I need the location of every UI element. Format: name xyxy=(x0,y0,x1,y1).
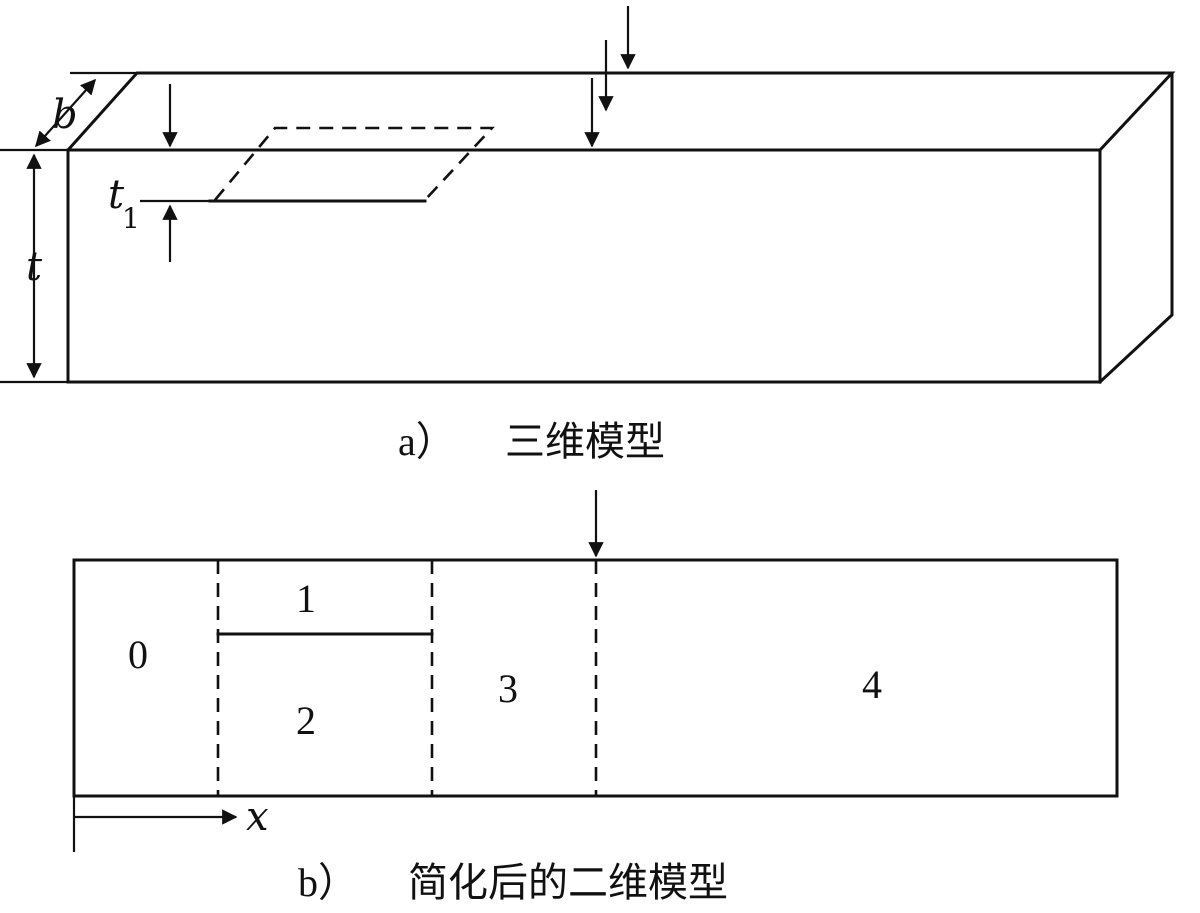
width-dimension-arrow xyxy=(34,78,97,148)
defect-depth-label: t xyxy=(108,172,125,218)
caption-a-key: a） xyxy=(398,419,456,464)
right-face xyxy=(1097,71,1174,385)
front-face xyxy=(66,148,1102,384)
region-label-1: 1 xyxy=(296,576,316,621)
x-axis-label: x xyxy=(246,794,269,840)
region-label-2: 2 xyxy=(296,698,316,743)
caption-b-text: 简化后的二维模型 xyxy=(408,860,728,906)
defect-depth-subscript: 1 xyxy=(122,202,140,235)
region-label-3: 3 xyxy=(498,666,518,711)
defect-outline-dashed xyxy=(214,126,495,201)
caption-a-text: 三维模型 xyxy=(505,419,665,465)
panel-b-2d-model: 0 1 2 3 4 x b） 简化后的二维模型 xyxy=(72,490,1119,906)
region-label-0: 0 xyxy=(128,632,148,677)
width-label: b xyxy=(52,92,78,138)
region-label-4: 4 xyxy=(862,662,882,707)
caption-b-key: b） xyxy=(298,860,358,905)
thickness-label: t xyxy=(26,244,43,290)
top-face xyxy=(65,71,1176,153)
panel-a-3d-model: b t t 1 a） 三维模型 xyxy=(0,6,1176,465)
